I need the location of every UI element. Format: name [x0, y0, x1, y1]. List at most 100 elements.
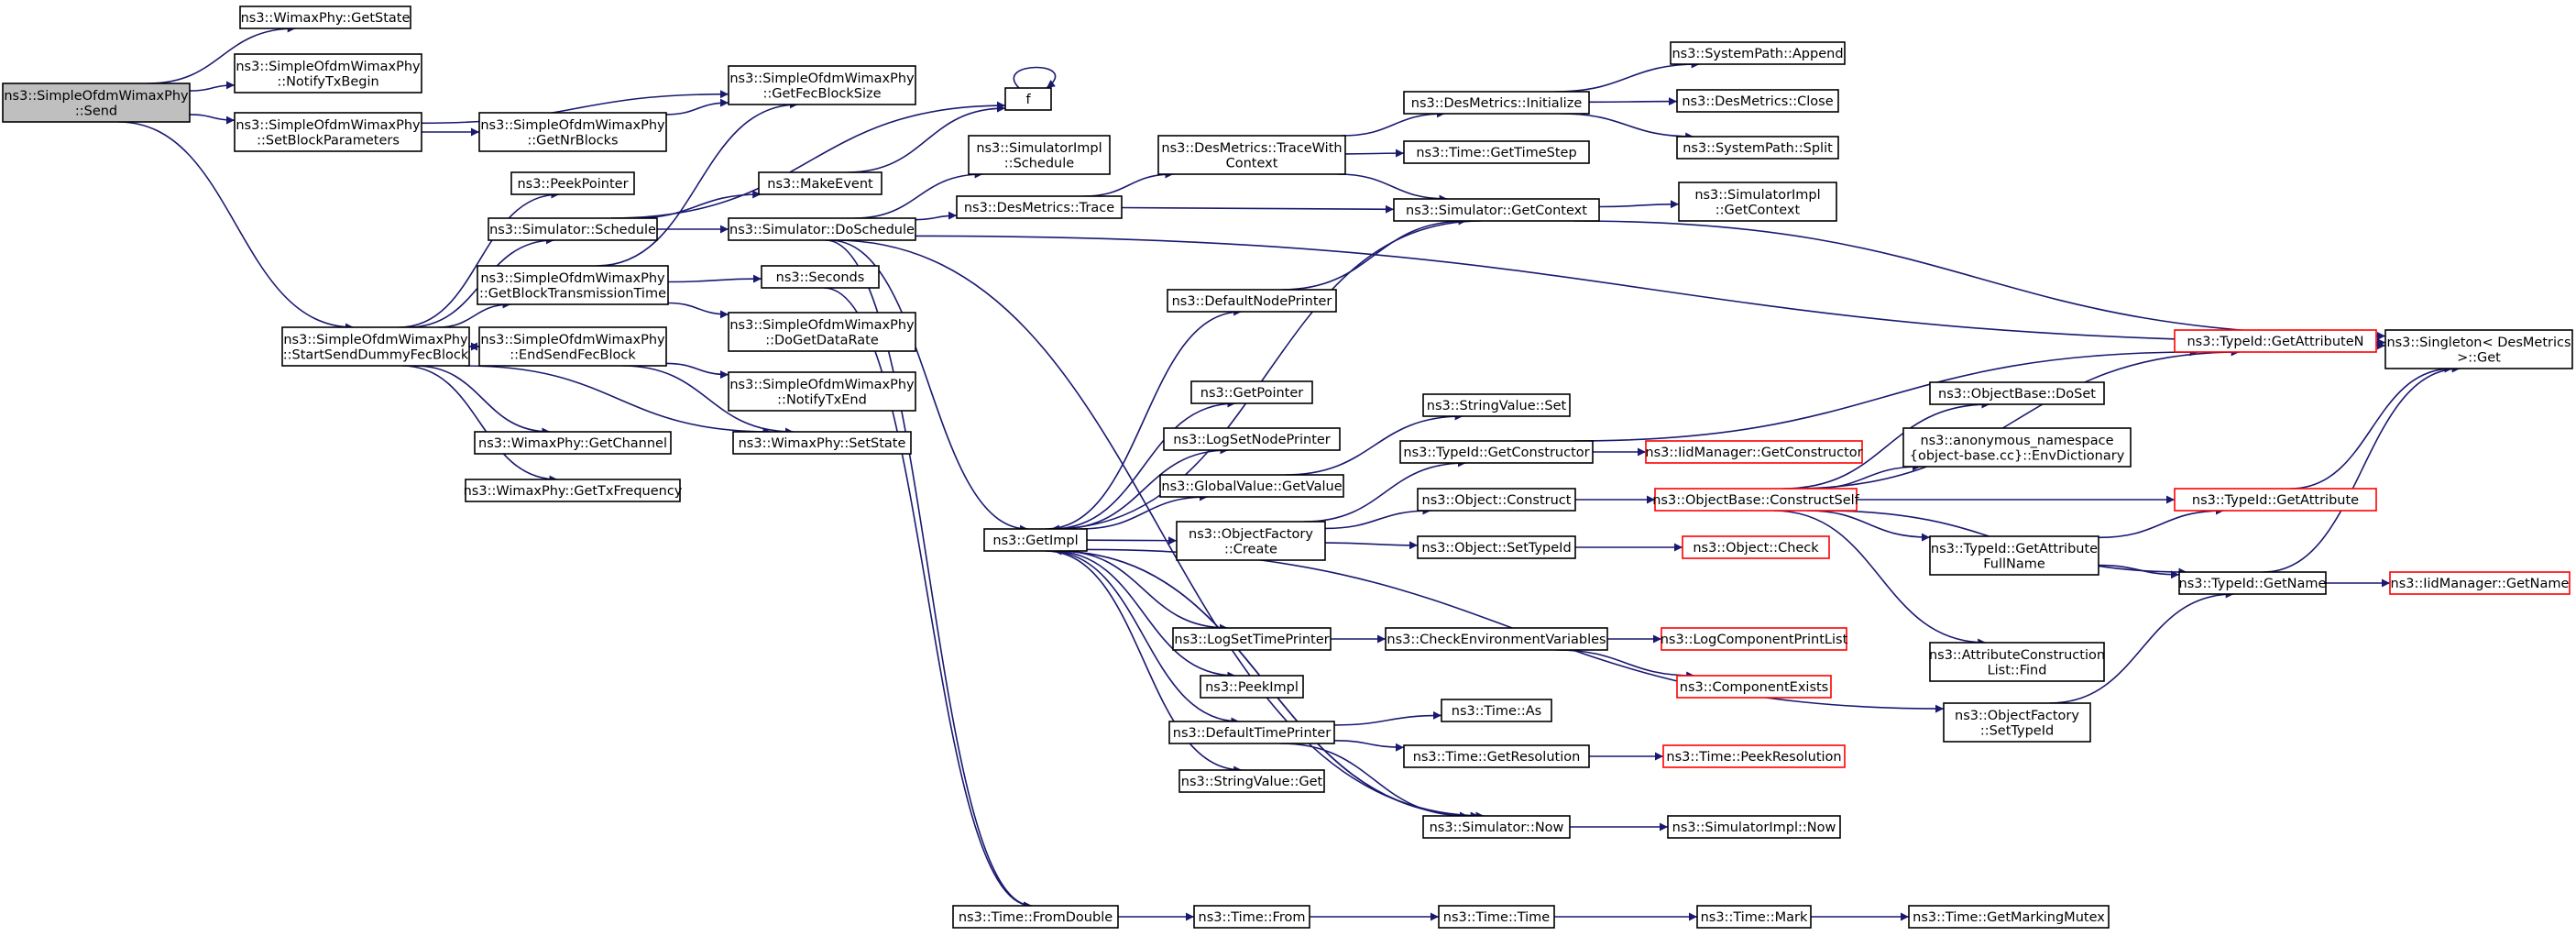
- node-label: ns3::Simulator::GetContext: [1406, 204, 1587, 218]
- node-doGetDataRate[interactable]: ns3::SimpleOfdmWimaxPhy::DoGetDataRate: [728, 312, 916, 352]
- edge: [667, 274, 762, 283]
- edge: [665, 98, 729, 116]
- node-peekPointer[interactable]: ns3::PeekPointer: [510, 171, 635, 195]
- node-timeFromDouble[interactable]: ns3::Time::FromDouble: [952, 905, 1119, 929]
- node-sysPathSplit[interactable]: ns3::SystemPath::Split: [1676, 136, 1839, 160]
- node-envDictionary[interactable]: ns3::anonymous_namespace{object-base.cc}…: [1902, 427, 2132, 468]
- node-componentExists[interactable]: ns3::ComponentExists: [1676, 675, 1832, 699]
- node-simNow[interactable]: ns3::Simulator::Now: [1422, 815, 1571, 839]
- node-getImpl[interactable]: ns3::GetImpl: [983, 528, 1088, 552]
- node-startSendDummy[interactable]: ns3::SimpleOfdmWimaxPhy::StartSendDummyF…: [281, 326, 470, 367]
- node-notifyTxEnd[interactable]: ns3::SimpleOfdmWimaxPhy::NotifyTxEnd: [728, 371, 916, 412]
- node-timeGetTimeStep[interactable]: ns3::Time::GetTimeStep: [1403, 140, 1590, 164]
- node-timeMark[interactable]: ns3::Time::Mark: [1696, 905, 1812, 929]
- node-iidManagerGetName[interactable]: ns3::IidManager::GetName: [2389, 571, 2571, 595]
- node-getBlockTxTime[interactable]: ns3::SimpleOfdmWimaxPhy::GetBlockTransmi…: [477, 265, 669, 305]
- node-logSetNodePrinter[interactable]: ns3::LogSetNodePrinter: [1163, 427, 1341, 451]
- edge: [1333, 710, 1442, 726]
- node-timeFrom[interactable]: ns3::Time::From: [1193, 905, 1310, 929]
- node-getState[interactable]: ns3::WimaxPhy::GetState: [239, 6, 411, 29]
- node-timeTime[interactable]: ns3::Time::Time: [1438, 905, 1555, 929]
- node-getNrBlocks[interactable]: ns3::SimpleOfdmWimaxPhy::GetNrBlocks: [478, 112, 667, 152]
- edge: [1560, 113, 1694, 141]
- node-defaultTimePrinter[interactable]: ns3::DefaultTimePrinter: [1168, 721, 1335, 744]
- node-label: ns3::PeekPointer: [517, 177, 628, 192]
- node-label: >::Get: [2457, 350, 2501, 365]
- node-iidManagerGetConstructor[interactable]: ns3::IidManager::GetConstructor: [1645, 440, 1863, 464]
- node-box: [1645, 440, 1863, 464]
- node-label: ns3::SystemPath::Append: [1672, 47, 1843, 61]
- node-send[interactable]: ns3::SimpleOfdmWimaxPhy::Send: [2, 83, 191, 123]
- node-objectSetTypeId[interactable]: ns3::Object::SetTypeId: [1417, 535, 1576, 559]
- node-objectConstruct[interactable]: ns3::Object::Construct: [1417, 488, 1576, 512]
- node-seconds[interactable]: ns3::Seconds: [761, 265, 880, 289]
- node-logComponentPrintList[interactable]: ns3::LogComponentPrintList: [1661, 627, 1848, 651]
- node-getPointer[interactable]: ns3::GetPointer: [1190, 380, 1313, 404]
- node-simImplNow[interactable]: ns3::SimulatorImpl::Now: [1667, 815, 1841, 839]
- node-objectFactorySetTypeId[interactable]: ns3::ObjectFactory::SetTypeId: [1943, 702, 2091, 743]
- node-f[interactable]: f: [1004, 87, 1052, 111]
- node-simGetContext[interactable]: ns3::Simulator::GetContext: [1393, 198, 1600, 222]
- node-timeAs[interactable]: ns3::Time::As: [1441, 699, 1552, 722]
- node-box: [477, 265, 669, 305]
- node-logSetTimePrinter[interactable]: ns3::LogSetTimePrinter: [1172, 627, 1332, 651]
- node-box: [1403, 744, 1590, 768]
- node-typeIdGetConstructor[interactable]: ns3::TypeId::GetConstructor: [1399, 440, 1594, 464]
- edge: [2098, 564, 2180, 579]
- node-typeIdGetName[interactable]: ns3::TypeId::GetName: [2178, 571, 2327, 595]
- node-box: [1176, 521, 1326, 561]
- node-setState[interactable]: ns3::WimaxPhy::SetState: [732, 431, 912, 455]
- node-box: [2178, 571, 2327, 595]
- node-desMetricsTrace[interactable]: ns3::DesMetrics::Trace: [956, 195, 1123, 219]
- edge-simDoSchedule-to-simImplSchedule: [854, 170, 983, 219]
- edge-endSendFecBlock-to-notifyTxEnd: [665, 362, 729, 380]
- node-endSendFecBlock[interactable]: ns3::SimpleOfdmWimaxPhy::EndSendFecBlock: [478, 326, 667, 367]
- node-objectCheck[interactable]: ns3::Object::Check: [1682, 535, 1830, 559]
- node-stringValueGet[interactable]: ns3::StringValue::Get: [1178, 769, 1325, 793]
- edge-getNrBlocks-to-getFecBlockSize: [665, 98, 729, 116]
- node-desMetricsClose[interactable]: ns3::DesMetrics::Close: [1676, 89, 1839, 113]
- node-objectFactoryCreate[interactable]: ns3::ObjectFactory::Create: [1176, 521, 1326, 561]
- edge-simGetContext-to-singletonGet: [1573, 220, 2386, 340]
- node-notifyTxBegin[interactable]: ns3::SimpleOfdmWimaxPhy::NotifyTxBegin: [234, 53, 422, 94]
- node-getChannel[interactable]: ns3::WimaxPhy::GetChannel: [474, 431, 672, 455]
- node-label: ns3::TypeId::GetName: [2179, 577, 2327, 591]
- node-stringValueSet[interactable]: ns3::StringValue::Set: [1422, 393, 1571, 417]
- node-peekImpl[interactable]: ns3::PeekImpl: [1200, 675, 1304, 699]
- node-getTxFrequency[interactable]: ns3::WimaxPhy::GetTxFrequency: [464, 479, 683, 502]
- node-getFecBlockSize[interactable]: ns3::SimpleOfdmWimaxPhy::GetFecBlockSize: [728, 65, 916, 105]
- node-label: Context: [1226, 156, 1278, 171]
- node-objectBaseConstructSelf[interactable]: ns3::ObjectBase::ConstructSelf: [1652, 488, 1860, 512]
- node-typeIdGetAttributeN[interactable]: ns3::TypeId::GetAttributeN: [2174, 329, 2377, 353]
- node-simSchedule[interactable]: ns3::Simulator::Schedule: [488, 217, 658, 241]
- node-label: f: [1025, 93, 1031, 107]
- node-defaultNodePrinter[interactable]: ns3::DefaultNodePrinter: [1167, 289, 1337, 313]
- node-timePeekResolution[interactable]: ns3::Time::PeekResolution: [1662, 744, 1846, 768]
- node-makeEvent[interactable]: ns3::MakeEvent: [758, 171, 882, 195]
- node-simImplSchedule[interactable]: ns3::SimulatorImpl::Schedule: [968, 135, 1111, 175]
- node-objectBaseDoSet[interactable]: ns3::ObjectBase::DoSet: [1929, 381, 2105, 405]
- edge: [597, 100, 798, 267]
- edge-getBlockTxTime-to-doGetDataRate: [667, 302, 729, 319]
- node-label: ns3::StringValue::Get: [1181, 775, 1323, 789]
- node-globalValueGetValue[interactable]: ns3::GlobalValue::GetValue: [1159, 474, 1344, 498]
- node-singletonGet[interactable]: ns3::Singleton< DesMetrics >::Get: [2384, 329, 2573, 369]
- node-timeGetMarkingMutex[interactable]: ns3::Time::GetMarkingMutex: [1908, 905, 2110, 929]
- node-setBlockParams[interactable]: ns3::SimpleOfdmWimaxPhy::SetBlockParamet…: [234, 112, 422, 152]
- node-desMetricsInit[interactable]: ns3::DesMetrics::Initialize: [1403, 91, 1590, 115]
- edge-typeIdGetAttrFullName-to-typeIdGetName: [2098, 564, 2180, 579]
- node-simImplGetContext[interactable]: ns3::SimulatorImpl::GetContext: [1678, 182, 1837, 222]
- node-checkEnvVars[interactable]: ns3::CheckEnvironmentVariables: [1385, 627, 1608, 651]
- node-label: ns3::DesMetrics::Initialize: [1411, 96, 1583, 111]
- node-sysPathAppend[interactable]: ns3::SystemPath::Append: [1670, 41, 1846, 65]
- node-label: ns3::Time::Mark: [1701, 910, 1808, 925]
- node-typeIdGetAttribute[interactable]: ns3::TypeId::GetAttribute: [2174, 488, 2377, 512]
- node-box: [1393, 198, 1600, 222]
- node-box: [1678, 182, 1837, 222]
- node-timeGetResolution[interactable]: ns3::Time::GetResolution: [1403, 744, 1590, 768]
- node-simDoSchedule[interactable]: ns3::Simulator::DoSchedule: [728, 217, 916, 241]
- node-box: [1193, 905, 1310, 929]
